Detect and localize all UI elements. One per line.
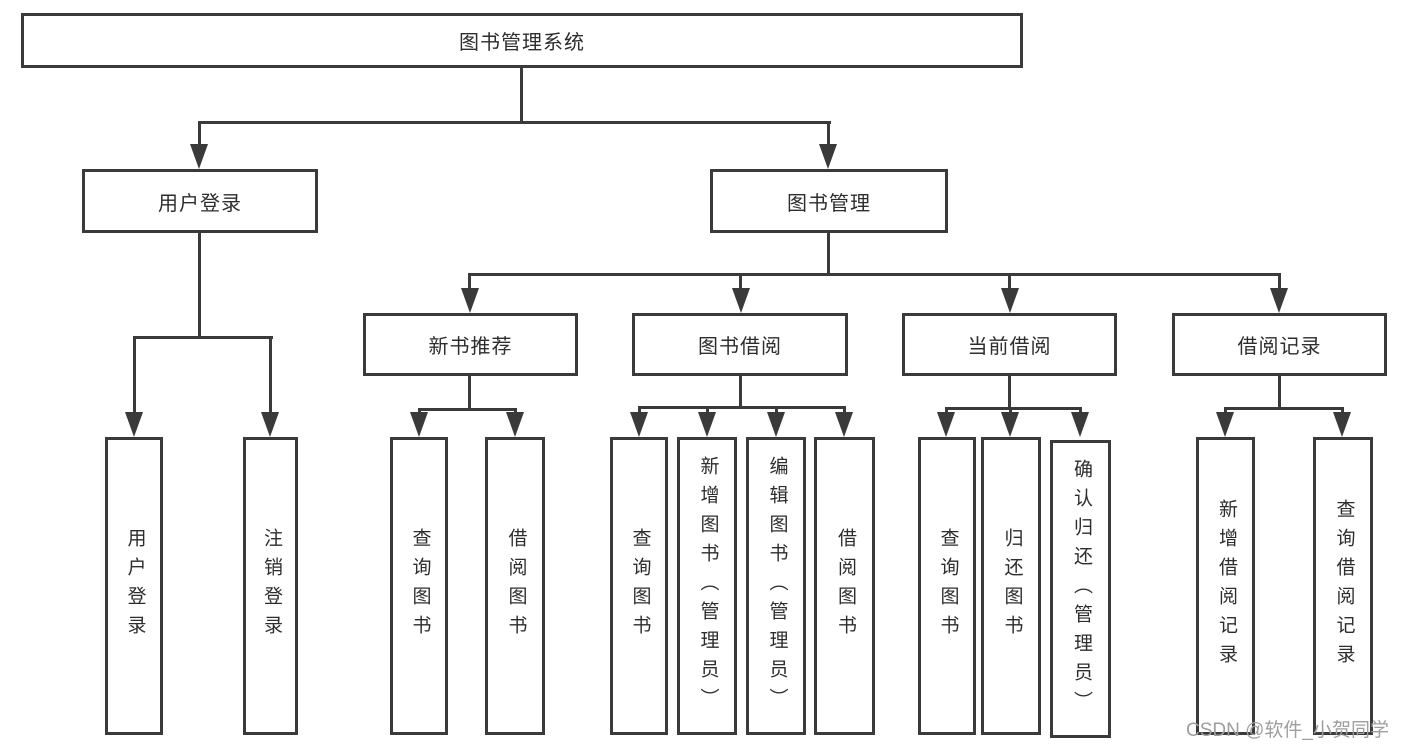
arrow-down-icon [506,412,524,437]
arrow-down-icon [125,412,143,437]
arrow-down-icon [190,144,208,169]
node-leaf-add-book-admin: 新增图书（管理员） [677,437,737,735]
leaf-label: 查询图书 [409,528,431,644]
leaf-label: 查询借阅记录 [1333,499,1355,673]
node-leaf-query-books-1: 查询图书 [390,437,448,735]
leaf-label: 新增图书（管理员） [697,455,719,717]
node-leaf-borrow-books-1: 借阅图书 [485,437,545,735]
leaf-label: 用户登录 [124,528,146,644]
node-new-book-rec: 新书推荐 [363,313,578,376]
arrow-down-icon [835,412,853,437]
leaf-label: 确认归还（管理员） [1070,458,1092,720]
connector-current-borrow-trunk [1008,376,1011,410]
arrow-down-icon [630,412,648,437]
connector-book-mgmt-trunk [827,233,830,276]
csdn-watermark: CSDN @软件_小贺同学 [1186,720,1389,741]
node-book-mgmt-module: 图书管理 [710,169,948,233]
leaf-label: 新增借阅记录 [1215,499,1237,673]
node-leaf-borrow-books-2: 借阅图书 [814,437,875,735]
node-leaf-edit-book-admin: 编辑图书（管理员） [746,437,806,735]
leaf-label: 注销登录 [260,528,282,644]
connector-stub-current-borrow [1008,273,1011,293]
node-leaf-query-borrow-record: 查询借阅记录 [1313,437,1373,735]
arrow-down-icon [767,412,785,437]
arrow-down-icon [1333,412,1351,437]
arrow-down-icon [1001,412,1019,437]
leaf-label: 查询图书 [629,528,651,644]
arrow-down-icon [410,412,428,437]
connector-new-book-bar [418,408,517,411]
node-leaf-confirm-return-admin: 确认归还（管理员） [1050,440,1111,738]
arrow-down-icon [1001,288,1019,313]
leaf-label: 借阅图书 [834,528,856,644]
node-leaf-add-borrow-record: 新增借阅记录 [1196,437,1255,735]
arrow-down-icon [1216,412,1234,437]
arrow-down-icon [732,288,750,313]
connector-level3-bar [468,273,1281,276]
connector-user-login-trunk [198,233,201,339]
node-leaf-query-books-2: 查询图书 [610,437,668,735]
leaf-label: 借阅图书 [505,528,527,644]
arrow-down-icon [937,412,955,437]
connector-stub-book-borrow [739,273,742,293]
node-leaf-query-books-3: 查询图书 [918,437,976,735]
node-current-borrow: 当前借阅 [902,313,1117,376]
connector-stub-logout [269,336,272,416]
connector-root-trunk [520,68,523,121]
node-root-system: 图书管理系统 [21,13,1023,68]
arrow-down-icon [819,144,837,169]
node-leaf-return-books: 归还图书 [981,437,1041,735]
arrow-down-icon [1071,412,1089,437]
connector-borrow-record-trunk [1278,376,1281,410]
connector-user-login-bar [133,336,273,339]
connector-book-borrow-bar [638,406,846,409]
connector-stub-new-book [468,273,471,293]
node-user-login-module: 用户登录 [82,169,318,233]
connector-stub-book-mgmt [827,121,830,149]
connector-book-borrow-trunk [739,376,742,409]
leaf-label: 编辑图书（管理员） [766,455,788,717]
node-borrow-record: 借阅记录 [1172,313,1387,376]
connector-stub-login [133,336,136,416]
connector-stub-borrow-record [1278,273,1281,293]
arrow-down-icon [698,412,716,437]
connector-new-book-trunk [468,376,471,411]
arrow-down-icon [261,412,279,437]
arrow-down-icon [1270,288,1288,313]
node-leaf-user-login: 用户登录 [105,437,163,735]
connector-borrow-record-bar [1224,407,1344,410]
leaf-label: 归还图书 [1001,528,1023,644]
connector-stub-user-login [198,121,201,149]
leaf-label: 查询图书 [937,528,959,644]
node-leaf-logout: 注销登录 [243,437,298,735]
node-book-borrow: 图书借阅 [632,313,848,376]
arrow-down-icon [461,288,479,313]
connector-level2-bar [198,121,831,124]
connector-current-borrow-bar [945,407,1082,410]
